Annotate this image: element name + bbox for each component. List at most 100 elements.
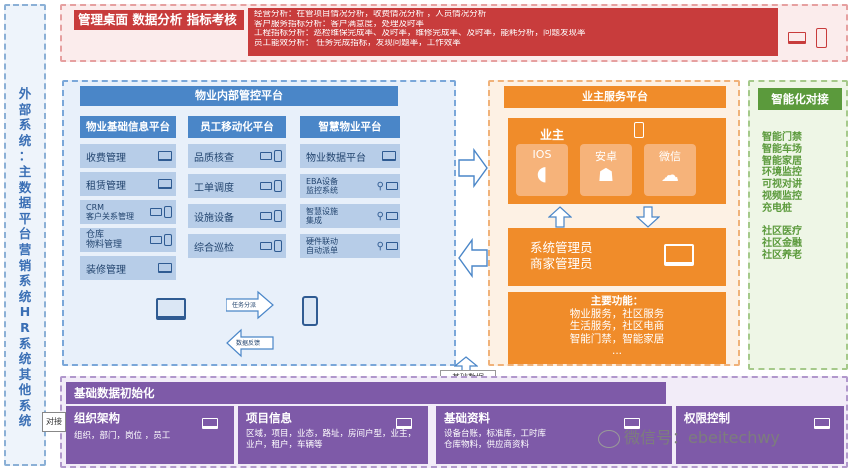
wrench-icon: ⚲	[376, 240, 384, 252]
function-line: 生活服务，社区电商	[569, 320, 665, 333]
item-warehouse: 仓库 物料管理	[80, 228, 176, 252]
external-systems-char: 据	[18, 195, 32, 211]
phone-icon	[634, 122, 644, 138]
item-label: 智慧设施 集成	[306, 207, 338, 225]
project-info-card: 项目信息 区域，项目，业态，路址，房间户型，业主，业户，租户，车辆等	[238, 406, 428, 464]
external-systems-char: 其	[18, 366, 32, 382]
laptop-icon	[260, 182, 272, 190]
system-admin-label: 系统管理员	[530, 240, 593, 255]
laptop-icon	[382, 151, 396, 161]
laptop-icon	[386, 242, 398, 250]
base-info-column: 物业基础信息平台 收费管理 租赁管理 CRM 客户关系管理 仓库 物料管理 装修…	[80, 116, 176, 280]
item-label: 租赁管理	[86, 180, 126, 192]
smart-integration-panel	[748, 80, 848, 370]
management-title: 管理桌面 数据分析 指标考核	[74, 10, 244, 30]
permission-card: 权限控制	[676, 406, 844, 464]
apple-icon: ◖	[536, 161, 548, 185]
external-systems-char: 平	[18, 210, 32, 226]
laptop-icon	[158, 179, 172, 189]
card-title: 权限控制	[684, 411, 730, 425]
phone-icon	[274, 180, 282, 192]
smart-integration-item: 智能门禁	[762, 132, 802, 143]
internal-platform-header: 物业内部管控平台	[80, 86, 398, 106]
wechat-app-tile: 微信☁	[644, 144, 696, 196]
item-label: 品质核查	[194, 152, 234, 164]
laptop-icon	[396, 418, 412, 429]
external-systems-char: 销	[18, 257, 32, 273]
item-label: 物业数据平台	[306, 152, 366, 164]
external-systems-char: 统	[18, 413, 32, 429]
laptop-icon	[814, 418, 830, 429]
external-systems-char: 统	[18, 351, 32, 367]
external-systems-char: 外	[18, 86, 32, 101]
external-systems-char: 台	[18, 226, 32, 242]
function-line: 智能门禁，智能家居	[569, 332, 665, 345]
laptop-icon	[788, 32, 806, 44]
external-systems-char: 系	[18, 335, 32, 351]
item-facility: 设施设备	[188, 204, 286, 228]
app-label: IOS	[532, 148, 552, 161]
item-lease: 租赁管理	[80, 172, 176, 196]
mobile-platform-title: 员工移动化平台	[188, 116, 286, 138]
phone-icon	[274, 150, 282, 162]
smart-integration-item: 社区医疗	[762, 226, 802, 238]
analysis-line: 工程指标分析：巡检维保完成率、及时率，维修完成率、及时率，能耗分析，问题发现率	[254, 29, 586, 39]
integration-label: 对接	[42, 412, 66, 432]
external-systems-char: 他	[18, 382, 32, 398]
laptop-icon	[664, 244, 694, 266]
external-systems-char: 统	[18, 132, 32, 148]
card-desc: 区域，项目，业态，路址，房间户型，业主，业户，租户，车辆等	[246, 429, 417, 450]
laptop-icon	[386, 182, 398, 190]
base-info-title: 物业基础信息平台	[80, 116, 176, 138]
right-arrow-icon	[458, 148, 488, 188]
analysis-line: 经营分析：在管项目情况分析，收费情况分析 ，人员情况分析	[254, 10, 487, 19]
item-label: 仓库 物料管理	[86, 230, 123, 250]
laptop-icon	[260, 242, 272, 250]
item-crm: CRM 客户关系管理	[80, 200, 176, 224]
wechat-icon: ☁	[661, 165, 679, 186]
smart-integration-header: 智能化对接	[758, 88, 842, 110]
laptop-icon	[158, 263, 172, 273]
item-label: 收费管理	[86, 152, 126, 164]
laptop-icon	[158, 151, 172, 161]
external-systems-char: 统	[18, 288, 32, 304]
external-systems-char: 数	[18, 179, 32, 195]
android-icon: ☗	[597, 165, 615, 186]
analysis-line: 员工能效分析： 任务完成指标，发现问题率，工作效率	[254, 38, 461, 48]
analysis-line: 客户服务指标分析：客户满意度，处理及时率	[254, 19, 425, 29]
wechat-icon	[598, 429, 620, 448]
item-label: 硬件联动 自动派单	[306, 237, 338, 255]
smart-integration-item	[762, 215, 842, 227]
main-functions-box: 主要功能： 物业服务，社区服务 生活服务，社区电商 智能门禁，智能家居 ...	[508, 292, 726, 364]
function-line: ...	[611, 345, 622, 358]
external-systems-char: H	[19, 304, 31, 320]
external-systems-char: R	[20, 319, 30, 335]
phone-icon	[164, 206, 172, 218]
external-systems-char: 系	[18, 397, 32, 413]
external-systems-char: 部	[18, 101, 32, 117]
left-arrow-icon	[458, 238, 488, 278]
app-label: 安卓	[595, 150, 617, 163]
card-desc: 组织，部门，岗位 ，员工	[74, 431, 171, 441]
item-facility-integration: 智慧设施 集成⚲	[300, 204, 400, 228]
up-arrow-icon	[548, 206, 572, 228]
merchant-admin-label: 商家管理员	[530, 256, 593, 271]
feedback-arrow	[226, 328, 274, 358]
item-eba: EBA设备 监控系统⚲	[300, 174, 400, 198]
smart-integration-item: 社区金融	[762, 238, 802, 250]
item-label: CRM 客户关系管理	[86, 203, 134, 221]
android-app-tile: 安卓 ☗	[580, 144, 632, 196]
base-data-header: 基础数据初始化	[66, 382, 666, 404]
functions-title: 主要功能：	[590, 295, 644, 307]
card-title: 组织架构	[74, 411, 120, 425]
laptop-icon	[260, 152, 272, 160]
watermark: 微信号：ebeitechwy	[598, 426, 850, 450]
card-title: 基础资料	[444, 411, 490, 425]
item-auto-dispatch: 硬件联动 自动派单 ⚲	[300, 234, 400, 258]
owner-service-header: 业主服务平台	[504, 86, 726, 108]
item-label: 设施设备	[194, 212, 234, 224]
external-systems-char: 系	[18, 117, 32, 133]
item-label: EBA设备 监控系统	[306, 177, 339, 195]
analysis-detail-box: 经营分析：在管项目情况分析，收费情况分析 ，人员情况分析 客户服务指标分析：客户…	[248, 8, 778, 56]
